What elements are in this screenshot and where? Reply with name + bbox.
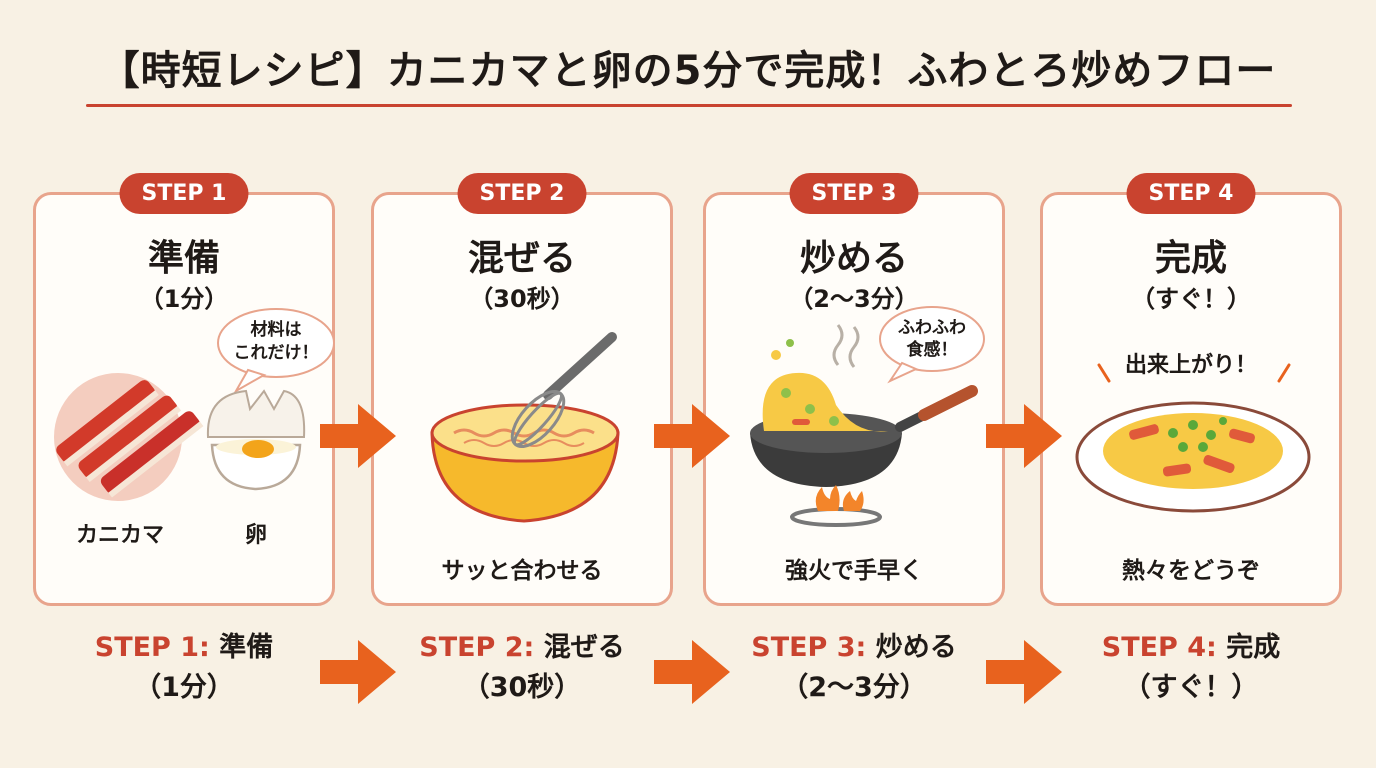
step-card-1: STEP 1 準備 （1分） 材料は これだけ！ [33, 173, 335, 606]
frying-pan-icon [750, 339, 978, 487]
bottom-time: （2〜3分） [781, 672, 927, 703]
egg-bowl-icon [206, 389, 306, 491]
step-time-3: （2〜3分） [789, 285, 919, 313]
sparkle-lines-icon [1097, 363, 1291, 383]
bottom-step: STEP 1: [94, 632, 210, 663]
step-pill-2: STEP 2 [457, 173, 587, 214]
bottom-title: 混ぜる [543, 632, 625, 663]
step-time-2: （30秒） [469, 285, 575, 313]
arrow-right-icon [986, 640, 1062, 704]
step-card-3: STEP 3 炒める （2〜3分） ふわふわ 食感！ [703, 173, 1005, 606]
bottom-step: STEP 4: [1101, 632, 1217, 663]
step-caption-4: 熱々をどうぞ [1122, 558, 1260, 584]
bottom-time: （すぐ！） [1123, 672, 1259, 703]
ingredient-label-egg: 卵 [244, 523, 267, 548]
step-time-4: （すぐ！） [1131, 285, 1251, 313]
step-title-3: 炒める [799, 238, 908, 279]
mixing-bowl-icon [430, 403, 620, 523]
ingredient-label-crab: カニカマ [75, 523, 164, 548]
speech-bubble-icon: 材料は これだけ！ [217, 308, 335, 394]
step-title-1: 準備 [147, 238, 220, 279]
step-title-4: 完成 [1154, 238, 1227, 279]
frying-illustration: ふわふわ 食感！ [750, 306, 985, 527]
bottom-step: STEP 3: [751, 632, 867, 663]
arrow-right-icon [320, 640, 396, 704]
prep-illustration: 材料は これだけ！ [54, 308, 335, 501]
whisk-icon [510, 332, 617, 448]
arrow-right-icon [654, 404, 730, 468]
title-divider [86, 104, 1292, 107]
arrow-right-icon [986, 404, 1062, 468]
step-pill-3: STEP 3 [789, 173, 919, 214]
bubble-line-1: 材料は [251, 319, 302, 340]
bottom-step: STEP 2: [419, 632, 535, 663]
gas-flame-icon [790, 485, 882, 527]
bubble-line-1: ふわふわ [898, 318, 966, 338]
bottom-title: 準備 [219, 632, 274, 663]
step-time-1: （1分） [139, 285, 229, 313]
step-card-4: STEP 4 完成 （すぐ！） 出来上がり！ 熱々をどうぞ [1040, 173, 1342, 606]
page-title: 【時短レシピ】カニカマと卵の5分で完成！ふわとろ炒めフロー [99, 48, 1277, 94]
bubble-line-2: 食感！ [907, 339, 958, 360]
bottom-label-4: STEP 4: 完成 （すぐ！） [1040, 628, 1342, 708]
finished-dish-illustration [1075, 363, 1311, 513]
crab-stick-icon [54, 373, 204, 501]
bottom-time: （1分） [134, 672, 234, 703]
step-caption-3: 強火で手早く [785, 558, 923, 584]
omelette-plate-icon [1075, 401, 1311, 513]
bottom-label-2: STEP 2: 混ぜる （30秒） [371, 628, 673, 708]
step-pill-4: STEP 4 [1126, 173, 1256, 214]
step-title-2: 混ぜる [467, 238, 576, 279]
step-card-2: STEP 2 混ぜる （30秒） サッと合わせる [371, 173, 673, 606]
bottom-title: 完成 [1226, 632, 1281, 663]
bottom-title: 炒める [875, 632, 957, 663]
arrow-right-icon [654, 640, 730, 704]
step-pill-1: STEP 1 [119, 173, 249, 214]
mixing-illustration [430, 332, 620, 523]
bubble-line-2: これだけ！ [234, 343, 319, 363]
bottom-label-1: STEP 1: 準備 （1分） [33, 628, 335, 708]
arrow-right-icon [320, 404, 396, 468]
bottom-time: （30秒） [462, 672, 582, 703]
bottom-label-3: STEP 3: 炒める （2〜3分） [703, 628, 1005, 708]
steam-icon [832, 324, 860, 368]
done-exclaim: 出来上がり！ [1124, 353, 1257, 378]
step-caption-2: サッと合わせる [441, 558, 603, 584]
speech-bubble-icon: ふわふわ 食感！ [879, 306, 985, 384]
